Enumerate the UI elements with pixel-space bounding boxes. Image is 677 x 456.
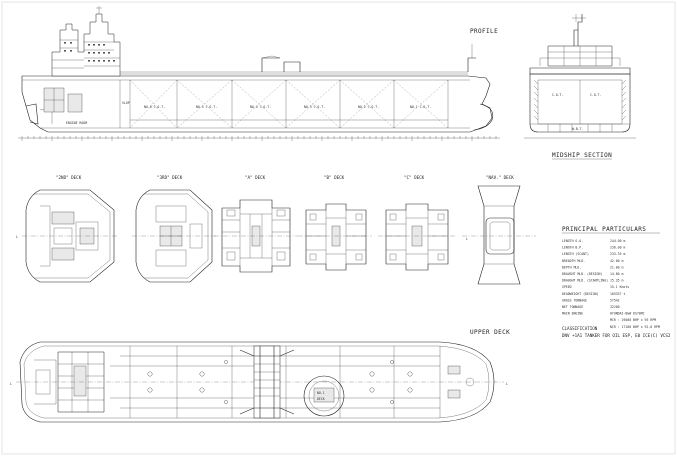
engine-rating: NCR : 17100 BHP x 92.0 RPM [610,325,660,329]
deck-label-b: "B" DECK [324,175,345,180]
particular-value: 42.00 m [610,259,624,263]
upper-deck-label: UPPER DECK [470,329,510,336]
particular-label: SPEED [562,285,572,289]
particular-value: 57542 [610,298,620,302]
particular-label: DRAUGHT MLD. (DESIGN) [562,272,602,276]
deck-label-a: "A" DECK [245,175,266,180]
cargo-manifold [120,345,440,419]
svg-text:L: L [506,382,508,386]
particular-label: DEADWEIGHT (DESIGN) [562,292,599,296]
upper-deck-plan: UPPER DECK L L [10,329,510,423]
tank-label-4: NO.3 C.O.T. [304,105,325,109]
particular-value: 233.35 m [610,252,625,256]
deck-plan-c [378,203,456,271]
tank-label-6: NO.1 C.O.T. [410,105,431,109]
particular-label: DEPTH MLD. [562,265,581,269]
midship-section-view: C.O.T. C.O.T. W.B.T. MIDSHIP SECTION [524,14,636,160]
particular-label: MAIN ENGINE [562,312,583,316]
deck-label-nav: "NAV." DECK [486,175,514,180]
particular-value: 15.35 m [610,279,624,283]
slop-label: SLOP [122,101,130,105]
deck-text-2: DECK [317,397,325,401]
particular-value: 105337 t [610,292,625,296]
svg-text:L: L [16,235,18,239]
profile-label: PROFILE [470,28,498,35]
engine-rating-lines: MCR : 19000 BHP x 95 RPM NCR : 17100 BHP … [610,318,660,329]
particular-label: BREADTH MLD. [562,259,585,263]
profile-superstructure [51,13,121,77]
particular-label: LENGTH (SCANT) [562,252,589,256]
particular-label: GROSS TONNAGE [562,298,587,302]
particulars-table: LENGTH O.A. 244.00 m LENGTH B.P. 236.00 m LE… [562,239,645,316]
principal-particulars: PRINCIPAL PARTICULARS LENGTH O.A. 244.00 … [562,226,671,338]
section-tank-stbd: C.O.T. [590,93,602,97]
tank-label-5: NO.2 C.O.T. [358,105,379,109]
particular-value: 236.00 m [610,246,625,250]
section-wbt: W.B.T. [572,127,584,131]
tank-label-1: NO.6 C.O.T. [144,105,165,109]
deck-plan-a [214,199,298,273]
engine-rating: MCR : 19000 BHP x 95 RPM [610,318,656,322]
particular-value: 14.80 m [610,272,624,276]
midship-hull [529,73,631,133]
tank-label-2: NO.5 C.O.T. [196,105,217,109]
deck-plan-nav: L [462,185,536,285]
deck-labels: "2ND" DECK "3RD" DECK "A" DECK "B" DECK … [56,175,514,180]
classification-text: DNV +1A1 TANKER FOR OIL ESP, E0 ICE(C) V… [562,333,671,338]
deck-label-3rd: "3RD" DECK [157,175,183,180]
particular-value: 244.00 m [610,239,625,243]
midship-label: MIDSHIP SECTION [552,152,612,159]
svg-text:L: L [466,237,468,241]
particular-value: 32200 [610,305,620,309]
particular-label: LENGTH O.A. [562,239,583,243]
particular-label: LENGTH B.P. [562,246,583,250]
particular-value: 15.1 Knots [610,285,629,289]
tank-label-3: NO.4 C.O.T. [250,105,271,109]
deck-label-2nd: "2ND" DECK [56,175,82,180]
particular-value: 21.00 m [610,265,624,269]
deck-plan-b [298,203,372,271]
particular-label: NET TONNAGE [562,305,583,309]
deck-plan-3rd [132,189,216,283]
deck-text-1: NO.1 [317,391,325,395]
classification-title: CLASSIFICATION [562,326,598,331]
upper-deck-hull [19,341,495,423]
particular-value: HYUNDAI-B&W 6S70MC [610,312,645,316]
svg-text:L: L [10,382,12,386]
deck-plan-2nd: L [16,189,118,283]
engine-room-label: ENGINE ROOM [66,121,87,125]
profile-view: PROFILE [18,6,500,141]
particular-label: DRAUGHT MLD. (SCANTLING) [562,279,608,283]
profile-hull [21,75,493,133]
deck-label-c: "C" DECK [404,175,425,180]
particulars-title: PRINCIPAL PARTICULARS [562,226,646,233]
section-tank-port: C.O.T. [552,93,564,97]
